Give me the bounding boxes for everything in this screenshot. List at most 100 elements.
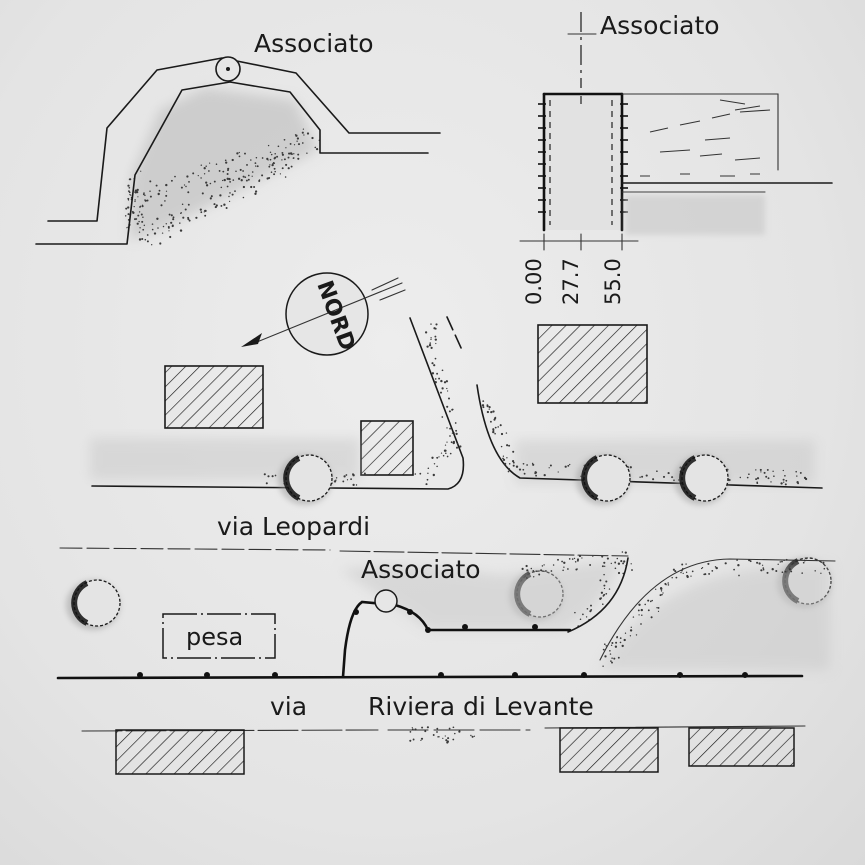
stipple-dot [220,186,223,189]
stipple-dot [255,157,258,159]
tree [278,454,333,505]
stipple-dot [205,181,208,184]
stipple-dot [644,603,646,606]
stipple-dot [535,474,537,477]
stipple-dot [446,387,448,390]
stipple-dot [242,170,245,172]
arch-stipple [124,128,320,246]
stipple-dot [288,152,291,155]
stipple-dot [433,463,436,465]
stipple-dot [737,564,740,567]
stipple-dot [311,136,314,140]
stipple-dot [482,406,485,409]
stipple-dot [508,444,511,447]
lower-stipple [409,551,826,744]
stipple-dot [335,479,337,481]
stipple-dot [447,397,451,400]
stipple-dot [271,475,274,478]
stipple-dot [488,406,491,409]
stipple-dot [820,572,822,574]
stipple-dot [446,405,449,408]
stipple-dot [436,727,439,730]
stipple-dot [601,555,604,558]
stipple-dot [432,473,435,477]
stipple-dot [505,465,507,468]
stipple-dot [543,473,546,477]
stipple-dot [576,559,579,562]
stipple-dot [657,610,660,613]
stipple-dot [781,571,784,574]
stipple-dot [162,225,165,228]
stipple-dot [137,196,139,198]
stipple-dot [610,660,612,662]
stipple-dot [427,472,429,475]
stipple-dot [440,379,443,383]
stipple-dot [187,203,190,206]
stipple-dot [502,457,504,460]
stipple-dot [346,479,349,481]
via-leopardi-road: via Leopardi [59,316,823,557]
stipple-dot [289,152,293,155]
stipple-dot [165,183,168,187]
stipple-dot [200,211,203,214]
stipple-dot [246,163,248,166]
stipple-dot [616,636,618,639]
building-hatched [360,420,414,476]
stipple-dot [784,483,787,486]
stipple-dot [814,570,816,572]
stipple-dot [140,170,142,172]
stipple-dot [151,228,154,231]
stipple-dot [426,345,429,348]
stipple-dot [436,372,439,375]
building-hatched [688,727,795,767]
stipple-dot [142,193,145,196]
stipple-dot [420,737,424,740]
stipple-dot [134,200,136,203]
stipple-dot [266,157,269,161]
stipple-dot [192,172,195,175]
stipple-dot [486,410,490,414]
stipple-dot [296,140,298,142]
stipple-dot [251,175,253,177]
associato-marker-bottom [374,589,398,613]
stipple-dot [632,616,635,618]
stipple-dot [345,474,348,476]
stipple-dot [637,609,640,612]
stipple-dot [659,586,663,590]
stipple-dot [661,593,663,596]
stipple-dot [363,472,366,475]
stipple-dot [343,475,346,478]
stipple-dot [621,644,624,648]
stipple-dot [571,558,574,560]
stipple-dot [183,184,186,186]
stipple-dot [342,480,345,483]
stipple-dot [284,176,287,178]
stipple-dot [482,400,485,403]
stipple-dot [146,199,149,202]
stipple-dot [630,563,632,565]
stipple-dot [439,391,443,394]
stipple-dot [228,200,231,203]
stipple-dot [270,171,273,173]
compass-arrow-icon: NORD [241,272,406,356]
stipple-dot [505,432,508,434]
stipple-dot [540,569,543,572]
stipple-dot [281,153,285,156]
stipple-dot [446,441,448,443]
stipple-dot [784,474,786,477]
stipple-dot [165,194,168,197]
stipple-dot [247,174,250,177]
stipple-dot [411,727,413,729]
stipple-dot [430,346,433,349]
stipple-dot [136,190,139,194]
stipple-dot [168,213,171,216]
stipple-dot [434,378,437,380]
stipple-dot [292,157,295,159]
stipple-dot [762,567,765,569]
stipple-dot [209,197,212,200]
stipple-dot [755,469,757,471]
stipple-dot [436,731,438,733]
stipple-dot [281,167,284,170]
stipple-dot [297,153,300,156]
